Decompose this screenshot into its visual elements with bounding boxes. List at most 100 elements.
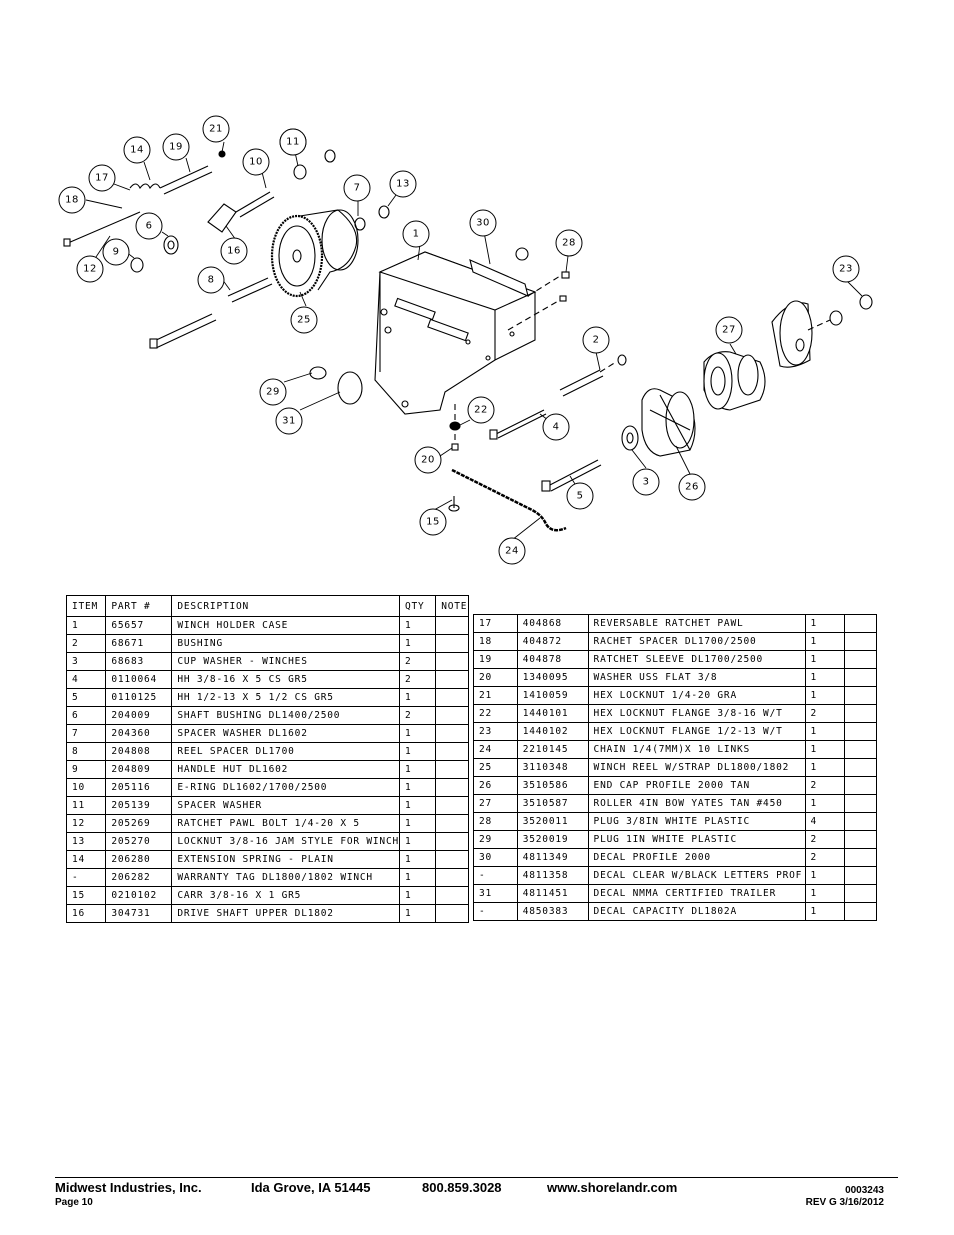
callout-21: 21 (209, 124, 223, 135)
item-cell: - (473, 866, 518, 885)
item-cell: 27 (473, 794, 518, 813)
part-number-cell: 404872 (516, 632, 589, 651)
callout-16: 16 (227, 246, 241, 257)
note-cell (844, 614, 877, 633)
qty-cell: 1 (398, 850, 437, 869)
note-cell (844, 830, 877, 849)
part-number-cell: 4811451 (516, 884, 589, 903)
description-cell: WINCH REEL W/STRAP DL1800/1802 (587, 758, 806, 777)
item-cell: 7 (65, 724, 107, 743)
callout-18: 18 (65, 195, 79, 206)
description-cell: CUP WASHER - WINCHES (171, 652, 400, 671)
part-number-cell: 1340095 (516, 668, 589, 687)
callout-4: 4 (553, 422, 560, 433)
qty-cell: 2 (804, 830, 846, 849)
page-number: Page 10 (55, 1197, 93, 1208)
qty-cell: 1 (804, 740, 846, 759)
header-description: DESCRIPTION (171, 595, 400, 617)
part-number-cell: 1410059 (516, 686, 589, 705)
callout-15: 15 (426, 517, 440, 528)
item-cell: 30 (473, 848, 518, 867)
description-cell: DECAL PROFILE 2000 (587, 848, 806, 867)
part-number-cell: 404878 (516, 650, 589, 669)
item-cell: 23 (473, 722, 518, 741)
note-cell (435, 832, 469, 851)
item-cell: 8 (65, 742, 107, 761)
part-number-cell: 65657 (105, 616, 173, 635)
qty-cell: 1 (398, 886, 437, 905)
header-note: NOTE (435, 595, 469, 617)
note-cell (844, 686, 877, 705)
description-cell: DRIVE SHAFT UPPER DL1802 (171, 904, 400, 923)
company-phone: 800.859.3028 (422, 1180, 502, 1195)
description-cell: SPACER WASHER (171, 796, 400, 815)
callout-3: 3 (643, 477, 650, 488)
description-cell: HEX LOCKNUT FLANGE 1/2-13 W/T (587, 722, 806, 741)
callout-11: 11 (286, 137, 300, 148)
description-cell: RATCHET PAWL BOLT 1/4-20 X 5 (171, 814, 400, 833)
qty-cell: 2 (804, 776, 846, 795)
item-cell: 3 (65, 652, 107, 671)
part-number-cell: 404868 (516, 614, 589, 633)
description-cell: HEX LOCKNUT FLANGE 3/8-16 W/T (587, 704, 806, 723)
part-number-cell: 3520019 (516, 830, 589, 849)
company-website[interactable]: www.shorelandr.com (547, 1180, 678, 1195)
note-cell (844, 794, 877, 813)
part-number-cell: 4811349 (516, 848, 589, 867)
part-number-cell: 205270 (105, 832, 173, 851)
item-cell: 5 (65, 688, 107, 707)
header-part-number: PART # (105, 595, 173, 617)
item-cell: 28 (473, 812, 518, 831)
part-number-cell: 204360 (105, 724, 173, 743)
callout-1: 1 (413, 229, 420, 240)
part-number-cell: 206282 (105, 868, 173, 887)
part-number-cell: 1440101 (516, 704, 589, 723)
qty-cell: 1 (804, 722, 846, 741)
qty-cell: 2 (804, 704, 846, 723)
callout-bubbles (58, 115, 860, 565)
item-cell: 17 (473, 614, 518, 633)
callout-9: 9 (113, 247, 120, 258)
page-footer: Midwest Industries, Inc. Ida Grove, IA 5… (55, 1177, 898, 1208)
description-cell: CARR 3/8-16 X 1 GR5 (171, 886, 400, 905)
description-cell: CHAIN 1/4(7MM)X 10 LINKS (587, 740, 806, 759)
description-cell: DECAL CAPACITY DL1802A (587, 902, 806, 921)
item-cell: 21 (473, 686, 518, 705)
description-cell: REEL SPACER DL1700 (171, 742, 400, 761)
header-item: ITEM (65, 595, 107, 617)
qty-cell: 2 (398, 670, 437, 689)
part-number-cell: 204809 (105, 760, 173, 779)
callout-6: 6 (146, 221, 153, 232)
item-cell: 19 (473, 650, 518, 669)
note-cell (844, 758, 877, 777)
note-cell (844, 812, 877, 831)
part-number-cell: 4811358 (516, 866, 589, 885)
note-cell (844, 884, 877, 903)
description-cell: WASHER USS FLAT 3/8 (587, 668, 806, 687)
callout-25: 25 (297, 315, 311, 326)
part-number-cell: 68683 (105, 652, 173, 671)
note-cell (435, 670, 469, 689)
qty-cell: 1 (398, 832, 437, 851)
description-cell: HH 3/8-16 X 5 CS GR5 (171, 670, 400, 689)
description-cell: WINCH HOLDER CASE (171, 616, 400, 635)
note-cell (844, 668, 877, 687)
